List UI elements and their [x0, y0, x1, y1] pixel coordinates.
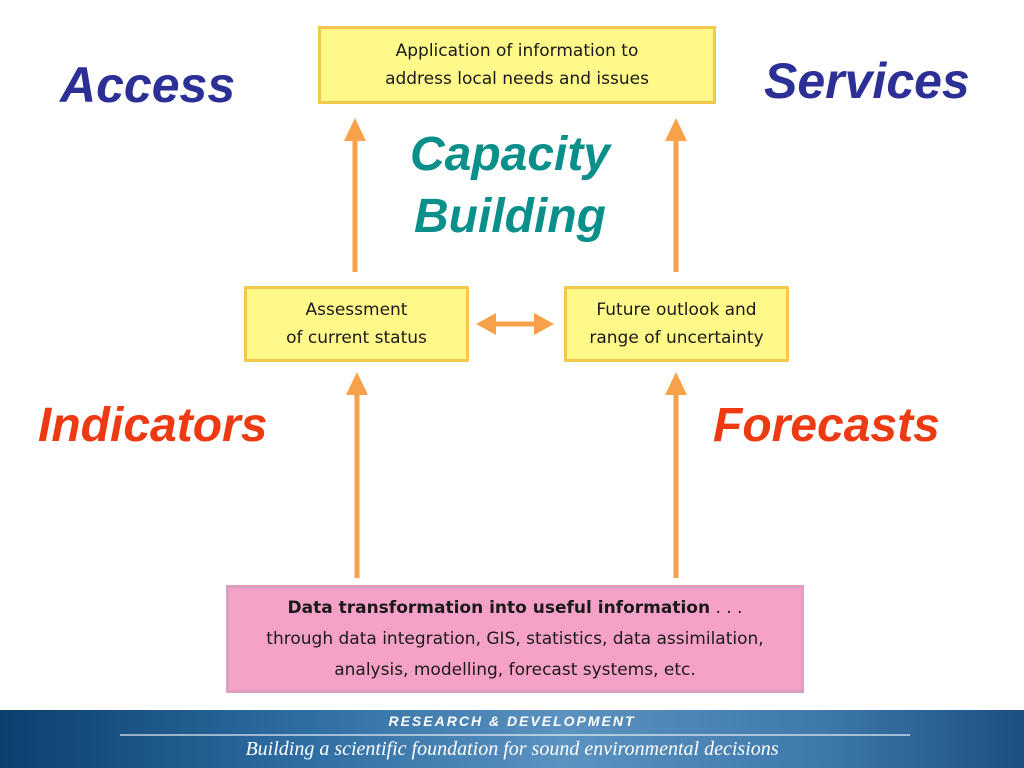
footer-title: RESEARCH & DEVELOPMENT — [388, 713, 636, 729]
label-building: Building — [414, 190, 606, 243]
box-data-transformation-line3: analysis, modelling, forecast systems, e… — [334, 659, 696, 680]
label-capacity: Capacity — [409, 128, 611, 181]
arrow-up-left-upper — [344, 118, 366, 272]
arrow-up-right-lower — [665, 372, 687, 578]
arrow-up-right-upper — [665, 118, 687, 272]
box-data-transformation-heading: Data transformation into useful informat… — [287, 597, 711, 618]
box-data-transformation-line1: Data transformation into useful informat… — [288, 593, 743, 624]
box-data-transformation: Data transformation into useful informat… — [226, 585, 804, 693]
label-access: Access — [60, 57, 236, 113]
label-capacity-building: Capacity Building — [380, 124, 640, 248]
label-forecasts: Forecasts — [713, 399, 940, 452]
box-assessment: Assessment of current status — [244, 286, 469, 362]
box-application-line2: address local needs and issues — [385, 69, 649, 89]
arrow-up-left-lower — [346, 372, 368, 578]
box-future-outlook-line1: Future outlook and — [596, 300, 757, 320]
box-application: Application of information to address lo… — [318, 26, 716, 104]
box-future-outlook-line2: range of uncertainty — [589, 328, 764, 348]
box-data-transformation-line2: through data integration, GIS, statistic… — [266, 628, 764, 649]
label-indicators: Indicators — [38, 399, 268, 452]
box-assessment-line2: of current status — [286, 328, 427, 348]
box-assessment-line1: Assessment — [305, 300, 408, 320]
label-services: Services — [764, 53, 970, 109]
footer-subtitle: Building a scientific foundation for sou… — [245, 738, 779, 760]
box-future-outlook: Future outlook and range of uncertainty — [564, 286, 789, 362]
footer-banner: RESEARCH & DEVELOPMENT Building a scient… — [0, 710, 1024, 768]
footer-divider — [120, 734, 910, 736]
box-application-line1: Application of information to — [395, 41, 639, 61]
arrow-double-horizontal — [476, 313, 554, 335]
box-data-transformation-ellipsis: . . . — [710, 597, 743, 618]
